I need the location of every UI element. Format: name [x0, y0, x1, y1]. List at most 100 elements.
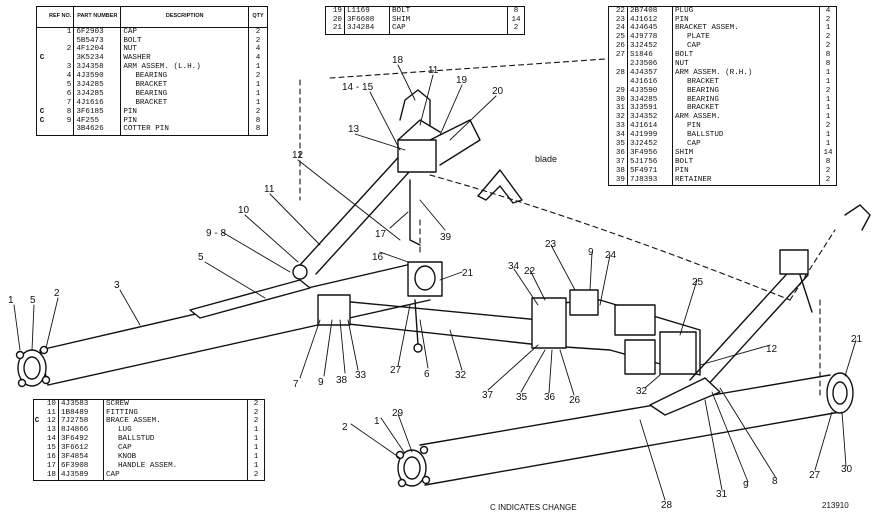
description-cell: BOLT	[120, 37, 249, 46]
callout-37: 37	[482, 390, 494, 401]
callout-25: 25	[692, 277, 704, 288]
ref-no-cell: 17	[40, 462, 59, 472]
callout-35: 35	[516, 392, 528, 403]
qty-cell: 2	[253, 399, 259, 408]
callout-39: 39	[440, 232, 452, 243]
qty-cell: 4	[255, 45, 261, 54]
header-qty: QTY	[248, 6, 268, 28]
qty-cell: 8	[255, 116, 261, 125]
header-change-spacer	[36, 6, 47, 28]
ref-no-cell	[47, 125, 75, 136]
ref-no-cell: 9	[47, 117, 75, 126]
part-number-cell: 3F4854	[58, 453, 104, 463]
description-text: WASHER	[123, 54, 151, 63]
callout-13: 13	[348, 124, 360, 135]
part-number-cell: 4J4357	[627, 69, 673, 79]
part-number-cell: 5B5473	[73, 37, 122, 46]
description-text: SHIM	[675, 148, 694, 157]
ref-no-cell: 12	[40, 418, 59, 427]
part-number-cell: 4J3590	[627, 87, 673, 96]
ref-no-cell: 29	[608, 87, 628, 96]
callout-31: 31	[716, 489, 728, 500]
qty-cell: 2	[255, 36, 261, 45]
callout-11-upper: 11	[428, 65, 439, 76]
part-number-cell: 3B4626	[73, 125, 122, 136]
callout-19: 19	[456, 75, 468, 86]
callout-29: 29	[392, 408, 404, 419]
ref-no-cell: 39	[608, 176, 628, 186]
qty-cell: 2	[253, 417, 259, 426]
change-marker: C	[39, 116, 45, 125]
description-text: PIN	[675, 166, 689, 175]
callout-21-left: 21	[462, 268, 474, 279]
callout-32-right: 32	[636, 386, 648, 397]
ref-no-cell: 6	[47, 90, 75, 100]
description-cell: PLUG	[672, 6, 820, 16]
part-number-cell: 4J1616	[73, 99, 122, 109]
description-cell: BOLT	[389, 6, 508, 16]
part-number-cell: 4J3583	[58, 399, 104, 409]
callout-33: 33	[355, 370, 367, 381]
part-number-cell: 3J4285	[73, 90, 122, 100]
ref-no-cell: 30	[608, 96, 628, 105]
description-cell: CAP	[389, 25, 508, 35]
callout-10: 10	[238, 205, 250, 216]
qty-cell: 1	[825, 131, 831, 140]
description-cell: CAP	[672, 42, 820, 52]
qty-cell: 1	[255, 89, 261, 98]
callout-24: 24	[605, 250, 617, 261]
qty-cell: 2	[825, 166, 831, 175]
description-text: BRACE ASSEM.	[106, 417, 161, 426]
description-cell: BALLSTUD	[103, 435, 248, 445]
part-number-cell: 5J1756	[627, 158, 673, 168]
description-text: BOLT	[392, 6, 411, 15]
description-text: BRACKET	[135, 80, 168, 89]
description-text: BOLT	[675, 157, 694, 166]
qty-cell: 2	[253, 470, 259, 479]
callout-16: 16	[372, 252, 384, 263]
description-text: ARM ASSEM. (R.H.)	[675, 68, 753, 77]
qty-cell: 1	[825, 104, 831, 113]
qty-cell: 4	[825, 6, 831, 15]
blade-label: blade	[535, 154, 557, 164]
description-text: COTTER PIN	[123, 125, 169, 134]
callout-36: 36	[544, 392, 556, 403]
description-cell: BEARING	[672, 95, 820, 105]
part-number-cell: 4J3590	[73, 72, 122, 82]
callout-32: 32	[455, 370, 467, 381]
qty-cell: 1	[255, 98, 261, 107]
part-number-cell: 5F4971	[627, 167, 673, 176]
callout-9-left: 9	[318, 377, 324, 388]
callout-4: 5	[30, 295, 36, 306]
callout-28: 28	[661, 500, 673, 511]
qty-cell: 2	[513, 24, 519, 33]
description-cell: SCREW	[103, 399, 248, 409]
description-cell: ARM ASSEM. (L.H.)	[120, 63, 249, 73]
callout-leaders	[13, 64, 857, 501]
callout-20: 20	[492, 86, 504, 97]
qty-cell: 14	[823, 148, 833, 157]
part-number-cell: 3K5234	[73, 55, 122, 64]
part-number-cell: 3F6612	[58, 444, 104, 454]
header-ref: REF NO.	[47, 6, 75, 28]
description-text: BRACKET ASSEM.	[675, 24, 739, 33]
description-cell: BOLT	[672, 157, 820, 168]
callout-2: 2	[54, 288, 60, 299]
